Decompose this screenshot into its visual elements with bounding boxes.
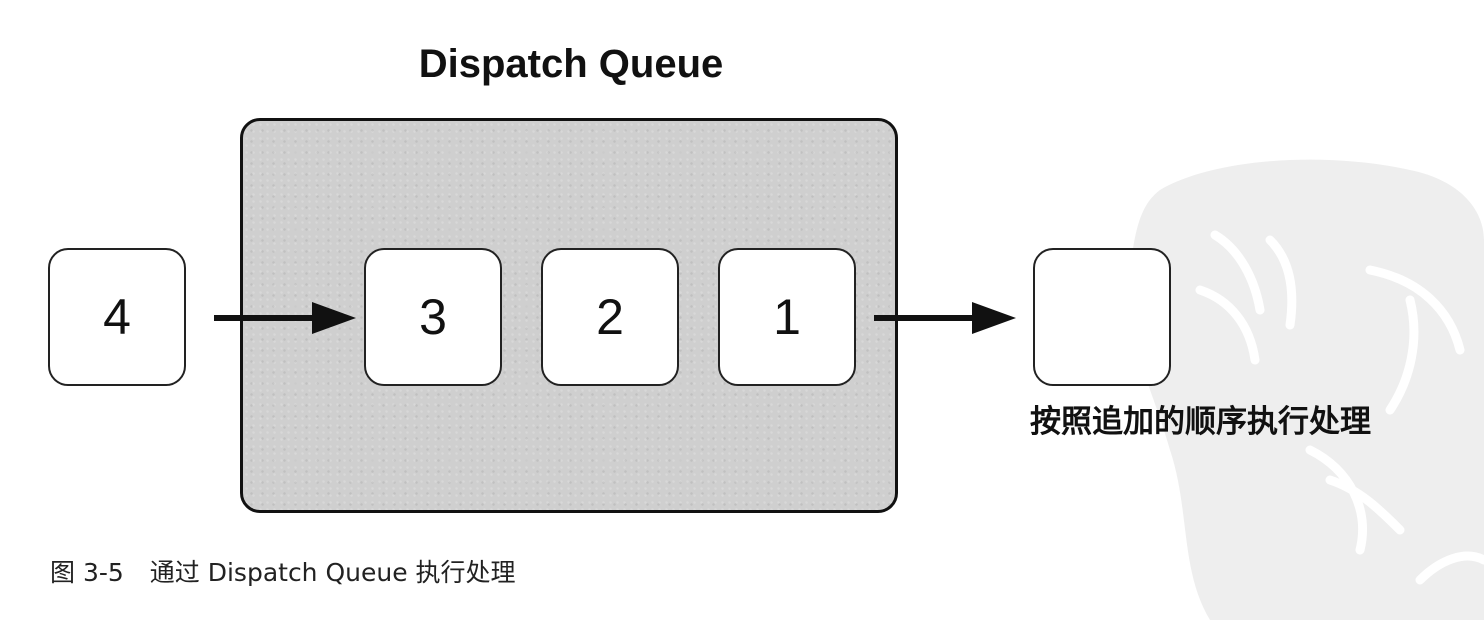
queued-task-box: 3 xyxy=(364,248,502,386)
queued-task-box: 1 xyxy=(718,248,856,386)
watermark-seal xyxy=(1128,159,1484,620)
executed-task-box xyxy=(1033,248,1171,386)
incoming-task-label: 4 xyxy=(103,289,131,345)
figure-caption: 图 3-5 通过 Dispatch Queue 执行处理 xyxy=(50,556,516,590)
execution-order-label: 按照追加的顺序执行处理 xyxy=(1030,404,1371,440)
enqueue-arrow xyxy=(214,302,356,334)
queued-task-label: 2 xyxy=(596,289,624,345)
queued-task-label: 3 xyxy=(419,289,447,345)
figure-number: 图 3-5 xyxy=(50,558,124,587)
figure-caption-text: 通过 Dispatch Queue 执行处理 xyxy=(149,558,516,587)
diagram-title: Dispatch Queue xyxy=(418,42,724,86)
dequeue-arrow xyxy=(874,302,1016,334)
incoming-task-box: 4 xyxy=(48,248,186,386)
queued-task-box: 2 xyxy=(541,248,679,386)
queued-task-label: 1 xyxy=(773,289,801,345)
